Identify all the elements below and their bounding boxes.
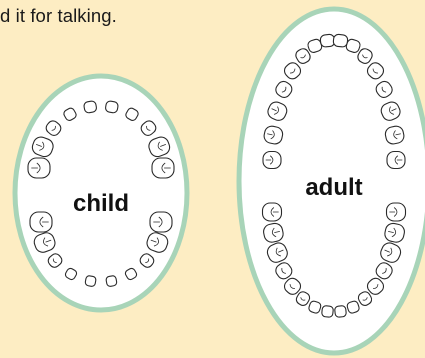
child-upper-tooth-6	[105, 100, 119, 113]
child-lower-tooth-10	[150, 212, 172, 232]
adult-lower-tooth-1	[263, 203, 282, 221]
child-jaw: child	[15, 76, 187, 310]
adult-label: adult	[305, 174, 362, 201]
child-lower-tooth-5	[85, 275, 97, 287]
adult-jaw: adult	[239, 9, 425, 353]
child-label: child	[73, 190, 129, 217]
adult-upper-tooth-9	[333, 34, 348, 47]
adult-lower-tooth-9	[334, 305, 346, 317]
adult-upper-tooth-16	[387, 152, 405, 169]
child-upper-tooth-1	[28, 158, 50, 178]
child-lower-tooth-1	[30, 212, 52, 232]
adult-lower-tooth-8	[321, 305, 333, 317]
child-lower-tooth-6	[106, 275, 118, 287]
child-upper-tooth-10	[152, 158, 174, 178]
adult-lower-tooth-16	[387, 203, 406, 221]
child-upper-tooth-5	[83, 100, 97, 113]
adult-upper-tooth-8	[320, 34, 335, 47]
adult-upper-tooth-1	[263, 152, 281, 169]
